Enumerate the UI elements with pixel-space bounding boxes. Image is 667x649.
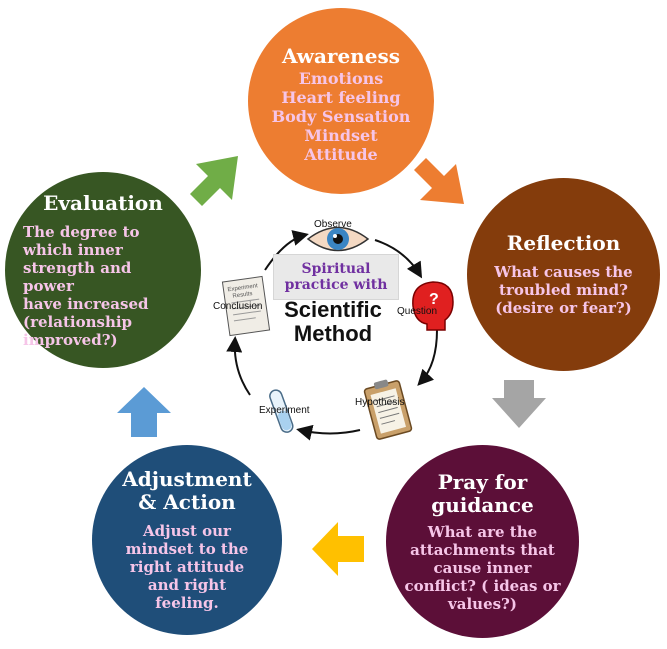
evaluation-line: improved?) bbox=[23, 330, 118, 349]
awareness-line: Heart feeling bbox=[281, 88, 401, 108]
evaluation-title: Evaluation bbox=[43, 190, 163, 215]
awareness-node: Awareness Emotions Heart feeling Body Se… bbox=[248, 8, 434, 194]
scientific-method-title: Scientific Method bbox=[262, 297, 404, 347]
pray-title-line: Pray for bbox=[437, 469, 528, 494]
pray-body: What are the attachments that cause inne… bbox=[404, 523, 560, 613]
observe-label: Observe bbox=[314, 219, 352, 230]
pray-title: Pray for guidance bbox=[431, 469, 534, 517]
awareness-title: Awareness bbox=[282, 44, 400, 69]
results-paper-icon: Experiment Results bbox=[221, 275, 271, 337]
paper-line2: Results bbox=[232, 291, 253, 300]
pray-line: What are the bbox=[427, 522, 538, 541]
pray-line: cause inner bbox=[433, 558, 532, 577]
cycle-arc bbox=[264, 230, 309, 271]
reflection-body: What causes the troubled mind? (desire o… bbox=[494, 263, 632, 317]
evaluation-body: The degree to which inner strength and p… bbox=[23, 223, 183, 349]
cycle-arc bbox=[296, 424, 361, 441]
center-line2: practice with bbox=[284, 277, 388, 293]
head-question-icon: ? bbox=[412, 281, 454, 331]
scientific-method-line: Scientific bbox=[284, 297, 382, 322]
evaluation-line: strength and power bbox=[23, 258, 132, 295]
experiment-label: Experiment bbox=[259, 405, 310, 416]
pray-node: Pray for guidance What are the attachmen… bbox=[386, 445, 579, 638]
awareness-line: Attitude bbox=[304, 144, 378, 164]
evaluation-line: have increased bbox=[23, 294, 149, 313]
arrow-awareness-to-reflection bbox=[414, 158, 464, 204]
evaluation-node: Evaluation The degree to which inner str… bbox=[5, 172, 201, 368]
reflection-node: Reflection What causes the troubled mind… bbox=[467, 178, 660, 371]
arrow-pray-to-adjustment bbox=[312, 522, 364, 576]
hypothesis-label: Hypothesis bbox=[355, 397, 405, 408]
adjustment-line: right attitude bbox=[129, 558, 245, 576]
reflection-line: troubled mind? bbox=[499, 281, 628, 299]
adjustment-line: mindset to the bbox=[125, 540, 249, 558]
awareness-line: Emotions bbox=[298, 69, 384, 89]
awareness-line: Mindset bbox=[304, 125, 378, 145]
cycle-arc bbox=[374, 239, 423, 279]
reflection-line: (desire or fear?) bbox=[495, 299, 632, 317]
awareness-body: Emotions Heart feeling Body Sensation Mi… bbox=[271, 69, 411, 164]
conclusion-label: Conclusion bbox=[213, 301, 263, 312]
arrow-reflection-to-pray bbox=[492, 380, 546, 428]
question-label: Question bbox=[397, 306, 438, 317]
arrow-evaluation-to-awareness bbox=[190, 156, 238, 206]
method-cycle bbox=[226, 230, 438, 441]
awareness-line: Body Sensation bbox=[271, 107, 411, 127]
pray-line: conflict? ( ideas or bbox=[404, 576, 561, 595]
adjustment-line: and right bbox=[147, 576, 227, 594]
evaluation-line: The degree to bbox=[23, 222, 140, 241]
pray-title-line: guidance bbox=[431, 492, 534, 517]
clipboard-icon bbox=[363, 379, 413, 440]
adjustment-line: Adjust our bbox=[143, 522, 231, 540]
evaluation-line: which inner bbox=[23, 240, 123, 259]
cycle-arc bbox=[417, 329, 438, 386]
pray-line: values?) bbox=[448, 594, 517, 613]
center-line1: Spiritual bbox=[301, 260, 371, 277]
adjustment-node: Adjustment & Action Adjust our mindset t… bbox=[92, 445, 282, 635]
adjustment-title-line: Adjustment bbox=[122, 467, 252, 491]
adjustment-line: feeling. bbox=[155, 594, 219, 612]
paper-line1: Experiment bbox=[227, 283, 258, 293]
scientific-method-line: Method bbox=[293, 321, 373, 347]
reflection-line: What causes the bbox=[494, 263, 633, 281]
eye-icon bbox=[306, 226, 370, 252]
reflection-title: Reflection bbox=[506, 231, 621, 255]
adjustment-title: Adjustment & Action bbox=[122, 468, 251, 514]
test-tube-icon bbox=[269, 389, 294, 433]
adjustment-body: Adjust our mindset to the right attitude… bbox=[126, 522, 249, 612]
evaluation-line: (relationship bbox=[23, 312, 133, 331]
center-label-box: Spiritual practice with bbox=[273, 254, 399, 300]
arrow-adjustment-to-evaluation bbox=[117, 387, 171, 437]
cycle-arc bbox=[226, 336, 251, 396]
pray-line: attachments that bbox=[410, 540, 555, 559]
svg-text:?: ? bbox=[429, 291, 439, 308]
adjustment-title-line: & Action bbox=[138, 490, 236, 514]
